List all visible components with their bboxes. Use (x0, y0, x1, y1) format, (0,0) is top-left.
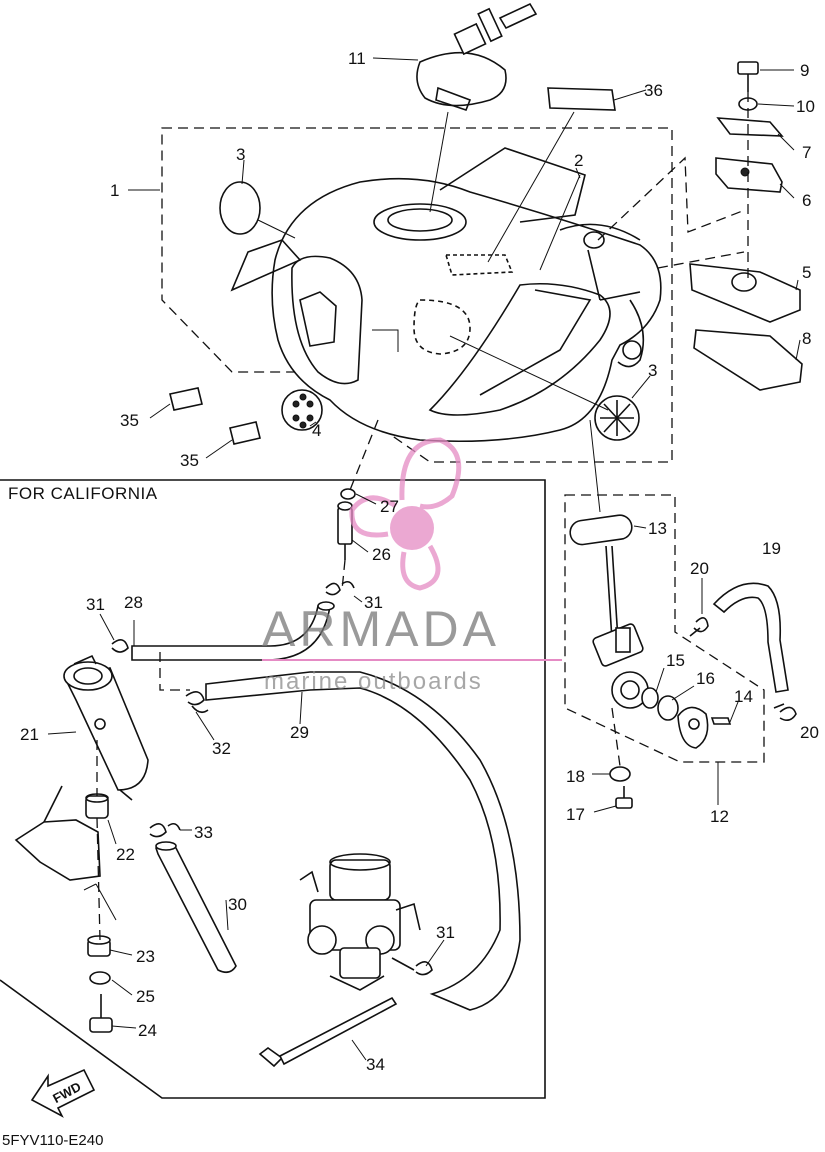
callout-15: 15 (666, 651, 685, 670)
callout-31-left: 31 (86, 595, 105, 614)
o-ring-16 (657, 695, 679, 721)
california-inset-boundary (0, 479, 546, 1099)
fuel-cock-boundary (564, 494, 765, 763)
washer-25 (89, 971, 111, 985)
watermark-title: ARMADA (262, 601, 500, 657)
callout-8: 8 (802, 329, 811, 348)
cable-tie-34 (258, 996, 398, 1068)
callout-16: 16 (696, 669, 715, 688)
plate-7 (716, 117, 784, 137)
clip-20-upper (689, 617, 709, 637)
callout-34: 34 (366, 1055, 385, 1074)
callout-27: 27 (380, 497, 399, 516)
callout-29: 29 (290, 723, 309, 742)
fuel-tank (230, 147, 662, 443)
o-ring-15 (641, 687, 659, 709)
callout-1: 1 (110, 181, 119, 200)
pad-35-lower (229, 421, 261, 445)
carburetor (299, 853, 421, 991)
callout-14: 14 (734, 687, 753, 706)
callout-28: 28 (124, 593, 143, 612)
lever-14 (677, 706, 732, 749)
callout-31-carb: 31 (436, 923, 455, 942)
bolt-24 (89, 994, 113, 1033)
callout-22: 22 (116, 845, 135, 864)
callout-20-lower: 20 (800, 723, 819, 742)
damper-4 (281, 389, 323, 431)
tank-assembly-boundary (161, 127, 673, 463)
clip-32 (185, 691, 209, 714)
callout-11: 11 (348, 49, 366, 68)
clip-20-lower (773, 703, 797, 722)
callout-3-left: 3 (236, 145, 245, 164)
callout-10: 10 (796, 97, 815, 116)
pump-bracket (14, 819, 101, 881)
fuel-cock (592, 545, 649, 709)
callout-35-lower: 35 (180, 451, 199, 470)
callout-5: 5 (802, 263, 811, 282)
pad-35-upper (169, 387, 203, 411)
gasket-13 (569, 514, 633, 546)
callout-31-upper: 31 (364, 593, 383, 612)
clip-31-carb (415, 961, 433, 976)
inset-title: FOR CALIFORNIA (8, 484, 158, 503)
callout-24: 24 (138, 1021, 157, 1040)
collar-23 (87, 935, 111, 957)
callout-12: 12 (710, 807, 729, 826)
emblem-right-grille (449, 335, 640, 441)
hose-19 (712, 582, 789, 693)
callout-20-upper: 20 (690, 559, 709, 578)
clip-31-upper (325, 580, 355, 596)
callout-36: 36 (644, 81, 663, 100)
callout-32: 32 (212, 739, 231, 758)
callout-18: 18 (566, 767, 585, 786)
callout-21: 21 (20, 725, 39, 744)
callout-23: 23 (136, 947, 155, 966)
callout-9: 9 (800, 61, 809, 80)
washer-18 (609, 766, 631, 782)
bracket-5 (689, 263, 801, 323)
callout-labels: 11 36 9 10 7 6 5 8 1 3 2 3 4 35 35 27 26… (20, 49, 819, 1074)
bracket-8 (693, 329, 803, 391)
armada-logo-mark (349, 437, 462, 591)
callout-26: 26 (372, 545, 391, 564)
fuel-pump-21 (63, 654, 149, 801)
clip-31-left (111, 639, 129, 653)
grommet-22 (85, 793, 109, 819)
fwd-arrow-icon (30, 1068, 96, 1118)
callout-33: 33 (194, 823, 213, 842)
drawing-code: 5FYV110-E240 (2, 1132, 104, 1149)
callout-25: 25 (136, 987, 155, 1006)
label-decal (547, 87, 616, 111)
callout-13: 13 (648, 519, 667, 538)
callout-4: 4 (312, 421, 321, 440)
callout-3-right: 3 (648, 361, 657, 380)
callout-30: 30 (228, 895, 247, 914)
watermark-subtitle: marine outboards (264, 668, 483, 695)
leader-lines (47, 57, 801, 1061)
callout-17: 17 (566, 805, 585, 824)
fuel-cap (416, 2, 538, 213)
damper-6 (715, 157, 783, 193)
screw-17 (615, 786, 633, 809)
callout-19: 19 (762, 539, 781, 558)
callout-7: 7 (802, 143, 811, 162)
callout-6: 6 (802, 191, 811, 210)
callout-35-upper: 35 (120, 411, 139, 430)
emblem-left (219, 181, 261, 235)
clip-33 (149, 822, 181, 838)
hose-29 (205, 671, 521, 1011)
hose-30 (155, 843, 237, 974)
callout-2: 2 (574, 151, 583, 170)
bolt-9 (737, 61, 759, 92)
o-ring-27 (340, 488, 356, 500)
